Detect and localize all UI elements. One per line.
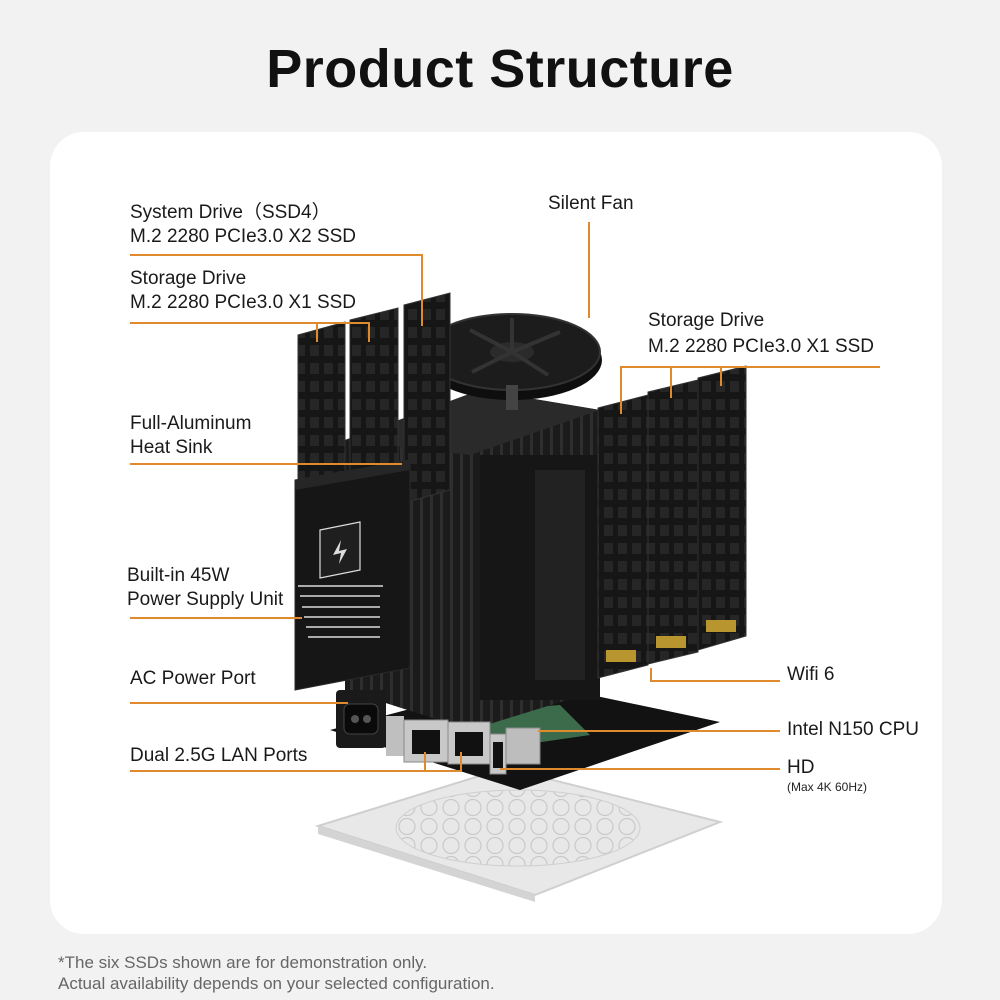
page-title: Product Structure — [266, 39, 734, 99]
ac-power-port — [336, 690, 386, 748]
base-plate — [314, 766, 724, 902]
leader-cpu — [538, 730, 780, 732]
label-lan-ports: Dual 2.5G LAN Ports — [130, 745, 308, 766]
leader-wifi-h — [650, 680, 780, 682]
footnote: *The six SSDs shown are for demonstratio… — [58, 953, 495, 993]
leader-ac-port — [130, 702, 348, 704]
leader-storage-right-v1 — [620, 366, 622, 414]
power-supply-unit — [294, 459, 411, 691]
leader-system-drive-v — [421, 254, 423, 326]
label-heat-sink: Full-Aluminum Heat Sink — [130, 413, 252, 458]
leader-storage-left-v1 — [316, 322, 318, 342]
leader-storage-left-h — [130, 322, 370, 324]
leader-storage-right-h — [620, 366, 880, 368]
label-silent-fan: Silent Fan — [548, 193, 634, 214]
label-system-drive: System Drive（SSD4） M.2 2280 PCIe3.0 X2 S… — [130, 202, 357, 247]
silent-fan — [422, 313, 602, 410]
label-hd-sub: (Max 4K 60Hz) — [787, 780, 868, 794]
leader-lan-v2 — [460, 752, 462, 772]
label-power-supply-unit: Built-in 45W Power Supply Unit — [127, 565, 284, 610]
label-wifi: Wifi 6 — [787, 664, 835, 685]
label-ac-power-port: AC Power Port — [130, 668, 256, 689]
heatsink-body — [345, 390, 600, 730]
leader-hd — [500, 768, 780, 770]
leader-storage-right-v2 — [670, 366, 672, 398]
leader-psu — [130, 617, 302, 619]
leader-lan-h — [130, 770, 462, 772]
io-ports — [386, 716, 541, 775]
label-cpu: Intel N150 CPU — [787, 719, 920, 740]
leader-lan-v1 — [424, 752, 426, 772]
leader-wifi-v — [650, 668, 652, 682]
leader-heatsink — [130, 463, 402, 465]
label-storage-drive-right: Storage Drive M.2 2280 PCIe3.0 X1 SSD — [648, 310, 875, 357]
leader-storage-left-v2 — [368, 322, 370, 342]
leader-storage-right-v3 — [720, 366, 722, 386]
right-ssd-stack — [597, 365, 747, 679]
label-hd: HD (Max 4K 60Hz) — [787, 757, 868, 794]
leader-system-drive-h — [130, 254, 423, 256]
label-storage-drive-left: Storage Drive M.2 2280 PCIe3.0 X1 SSD — [130, 268, 357, 313]
leader-silent-fan — [588, 222, 590, 318]
